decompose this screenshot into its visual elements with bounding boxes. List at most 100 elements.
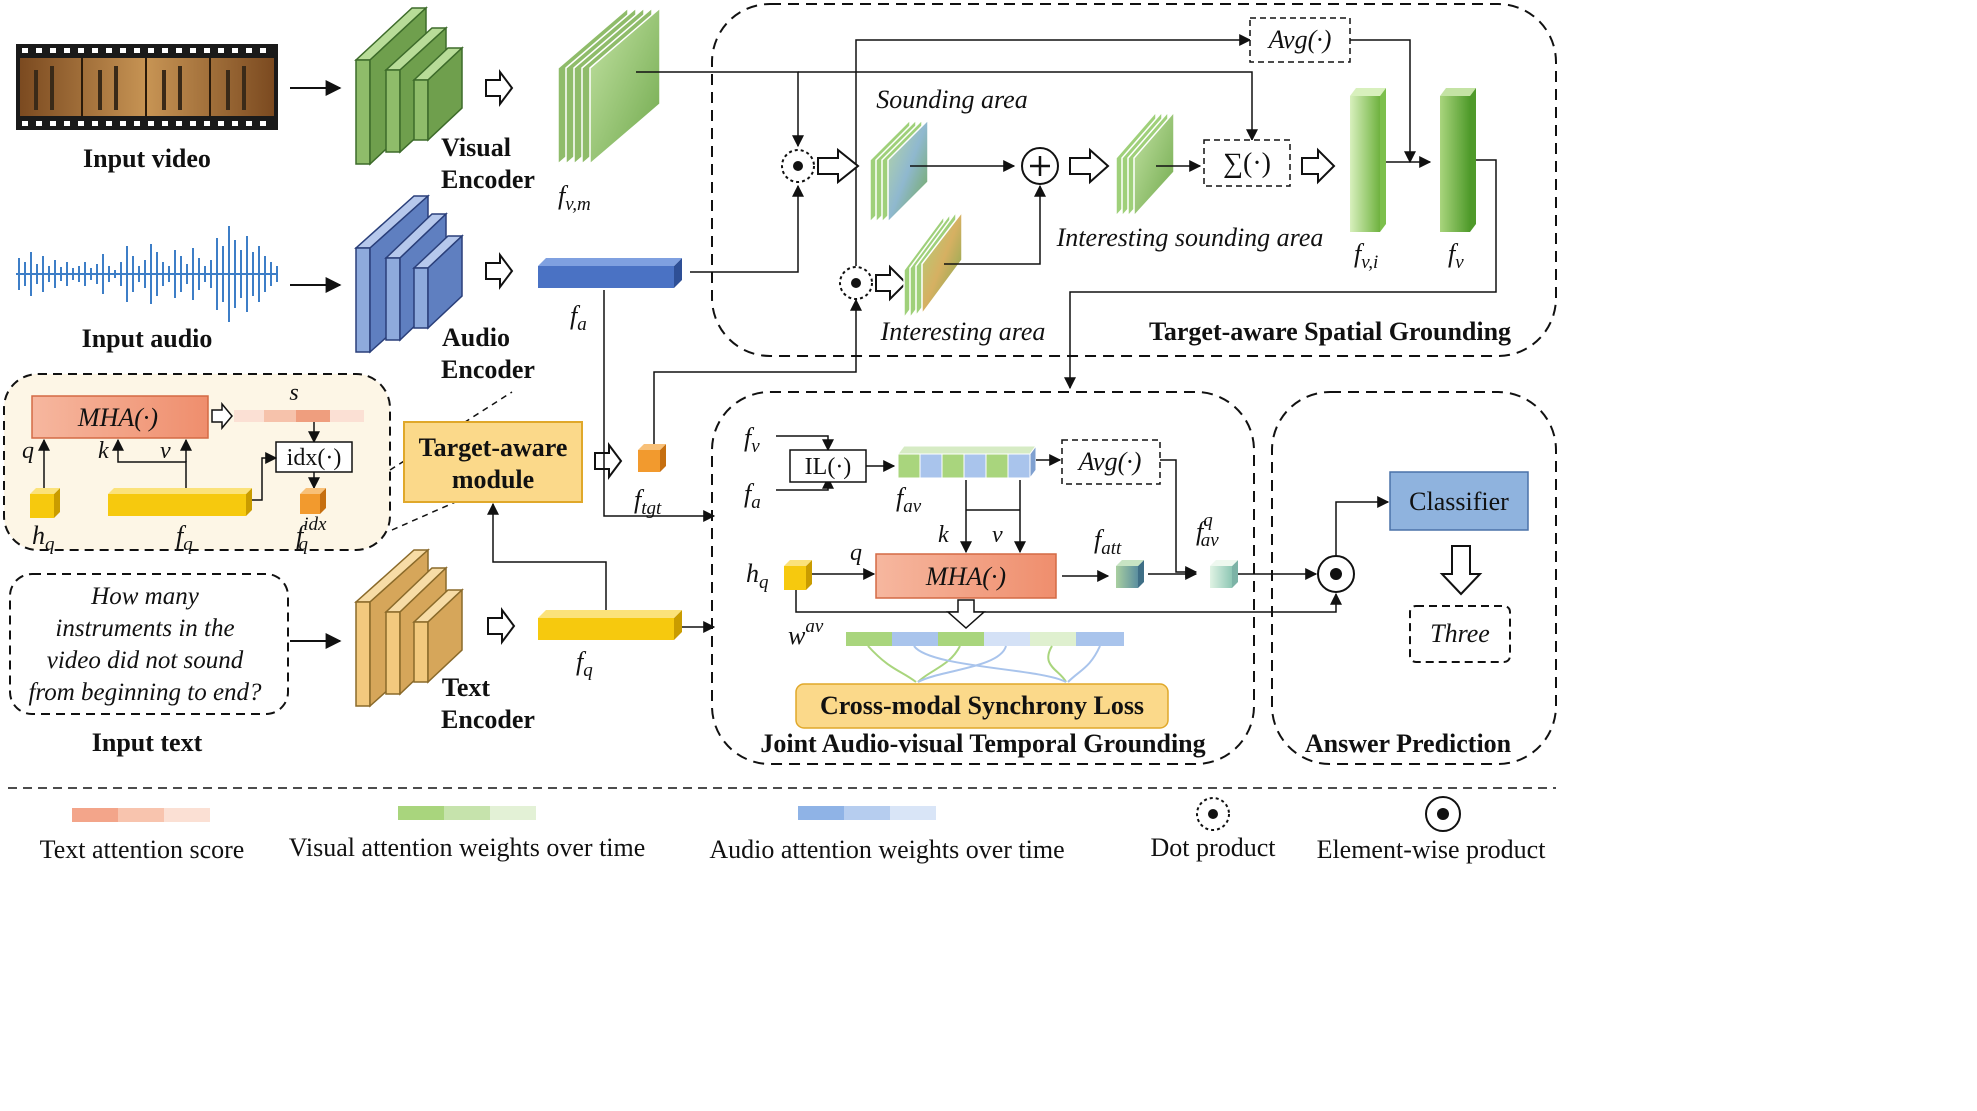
synchrony-loss-label: Cross-modal Synchrony Loss xyxy=(820,691,1144,720)
temporal-fa-label: fa xyxy=(744,479,761,513)
w-av-label: wav xyxy=(788,616,824,650)
f-tgt-label: ftgt xyxy=(634,485,662,519)
spatial-avg-box xyxy=(1249,17,1351,63)
s-label: s xyxy=(289,380,298,406)
temporal-q-label: q xyxy=(850,540,862,566)
f-vm-feature-stack xyxy=(557,6,661,166)
fq-to-mha-k-arrow xyxy=(112,438,187,488)
sounding-area-label: Sounding area xyxy=(876,85,1027,114)
synchrony-loss-box xyxy=(795,683,1169,729)
temporal-hq-label: hq xyxy=(746,559,769,593)
fq-to-target-module-arrow xyxy=(487,502,607,610)
target-mha-label: MHA(·) xyxy=(77,403,158,432)
input-audio-waveform xyxy=(16,226,278,322)
question-line-2: instruments in the xyxy=(55,615,234,642)
legend-visual-attention-label: Visual attention weights over time xyxy=(289,833,646,862)
f-a-label: fa xyxy=(570,301,587,335)
visual-encoder-block xyxy=(354,6,464,166)
f-vi-vector xyxy=(1350,88,1386,232)
input-text-label: Input text xyxy=(92,728,203,757)
legend-dot-product-label: Dot product xyxy=(1151,833,1277,862)
classifier-label: Classifier xyxy=(1409,487,1509,516)
mha-output-arrow xyxy=(211,401,233,431)
fq-to-idx-arrow xyxy=(252,452,278,501)
f-q-feature-bar xyxy=(538,610,682,640)
temporal-grounding-title: Joint Audio-visual Temporal Grounding xyxy=(760,729,1205,758)
interesting-to-plus-arrow xyxy=(944,184,1046,265)
hollow-arrows xyxy=(485,69,623,645)
temporal-mha-box xyxy=(875,553,1057,599)
classifier-to-answer-hollow-arrow xyxy=(1439,545,1483,596)
legend-elementwise-product-icon xyxy=(1425,796,1461,832)
f-att-cube xyxy=(1116,560,1144,588)
audio-encoder-label-2: Encoder xyxy=(441,355,535,384)
fv-to-temporal-arrow xyxy=(1064,159,1497,390)
interesting-sounding-area-stack xyxy=(1115,109,1175,218)
temporal-v-label: v xyxy=(992,522,1003,548)
zoom-line-bottom xyxy=(391,499,461,531)
interesting-sounding-area-label: Interesting sounding area xyxy=(1056,223,1324,252)
input-question-box xyxy=(9,573,289,715)
answer-label: Three xyxy=(1430,619,1490,648)
sum-hollow-arrow xyxy=(1301,147,1336,185)
f-av-q-cube xyxy=(1210,560,1238,588)
plus-sum-icon xyxy=(1021,147,1059,185)
q-label-detail: q xyxy=(22,438,34,464)
text-encoder-label-2: Encoder xyxy=(441,705,535,734)
legend-audio-attention-label: Audio attention weights over time xyxy=(709,835,1064,864)
text-encoder-block xyxy=(354,548,464,708)
legend-text-attention-label: Text attention score xyxy=(40,835,245,864)
fa-to-temporal-arrow xyxy=(603,290,716,522)
hq-to-product-arrow xyxy=(795,590,1342,613)
sounding-area-stack xyxy=(869,118,929,224)
f-q-label: fq xyxy=(576,647,593,681)
temporal-h-q-cube xyxy=(784,560,812,590)
temporal-mha-label: MHA(·) xyxy=(925,562,1006,591)
text-attention-score-bar xyxy=(234,410,364,422)
plus-to-isa-hollow-arrow xyxy=(1069,147,1110,185)
f-vi-label: fv,i xyxy=(1354,239,1378,273)
avg-to-combine-arrow xyxy=(1350,39,1416,164)
fa-to-sounding-dot-arrow xyxy=(690,184,804,273)
sounding-dot-product-icon xyxy=(781,149,815,183)
mha-to-weights-hollow-arrow xyxy=(946,599,986,630)
target-aware-module-label-2: module xyxy=(452,465,534,494)
f-v-label: fv xyxy=(1448,239,1464,273)
interesting-area-label: Interesting area xyxy=(880,317,1046,346)
target-mha-box xyxy=(31,395,209,439)
input-audio-label: Input audio xyxy=(82,324,213,353)
audio-encoder-block xyxy=(354,194,464,354)
legend-visual-attention-swatch xyxy=(398,806,536,820)
fvm-to-sum-arrow xyxy=(798,71,1258,142)
sounding-hollow-arrow xyxy=(817,147,860,185)
v-label-detail: v xyxy=(160,438,171,464)
answer-prediction-title: Answer Prediction xyxy=(1305,729,1512,758)
input-video-label: Input video xyxy=(83,144,211,173)
il-label: IL(·) xyxy=(805,454,852,480)
fvm-to-avg-arrow xyxy=(855,34,1252,266)
question-line-4: from beginning to end? xyxy=(28,679,262,706)
answer-box xyxy=(1409,605,1511,663)
w-av-weights-bar xyxy=(846,632,1124,646)
f-tgt-feature-cube xyxy=(638,444,666,472)
sum-box xyxy=(1203,139,1291,187)
legend-elementwise-product-label: Element-wise product xyxy=(1317,835,1547,864)
sum-label: ∑(·) xyxy=(1223,148,1271,179)
temporal-k-label: k xyxy=(938,522,949,548)
fav-label: fav xyxy=(896,483,922,517)
synchrony-flow-lines xyxy=(867,645,1101,683)
legend-text-attention-swatch xyxy=(72,808,210,822)
product-to-classifier-arrow xyxy=(1335,496,1390,556)
answer-prediction-panel xyxy=(1271,391,1557,765)
question-line-1: How many xyxy=(90,583,200,610)
target-aware-module-box xyxy=(403,421,583,503)
f-q-bar-detail xyxy=(108,488,252,516)
temporal-avg-label: Avg(·) xyxy=(1077,447,1142,476)
interesting-area-stack xyxy=(903,209,963,321)
visual-encoder-label-1: Visual xyxy=(441,133,511,162)
h-q-cube-detail xyxy=(30,488,60,518)
question-line-3: video did not sound xyxy=(47,647,244,674)
f-v-vector xyxy=(1440,88,1476,232)
